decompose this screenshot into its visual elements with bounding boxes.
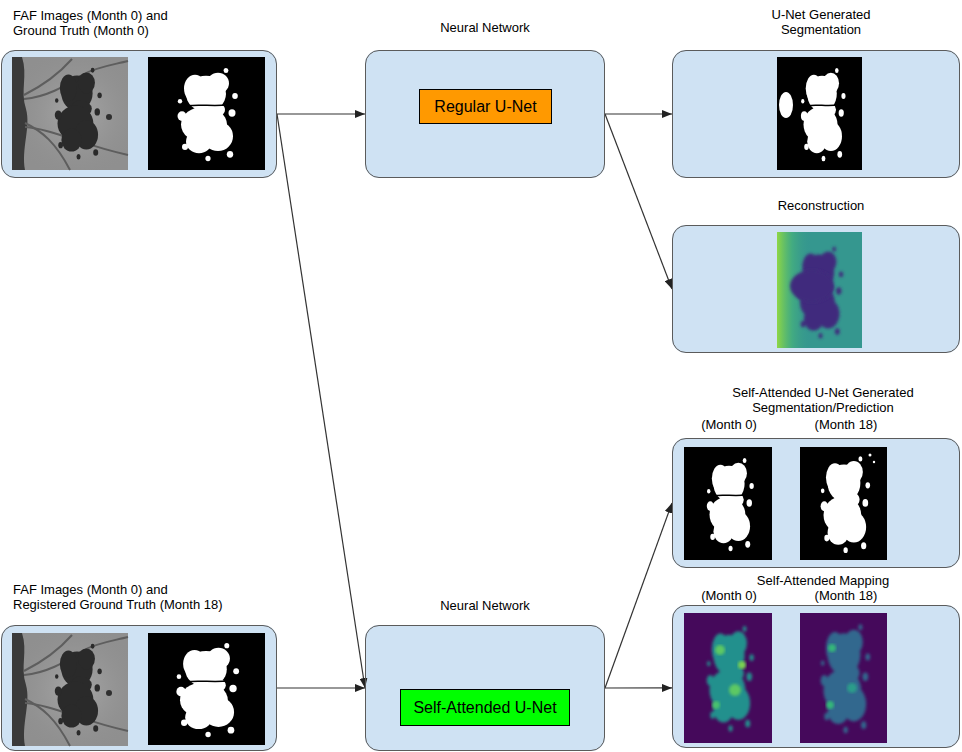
panel-box: Reconstruction xyxy=(672,225,960,353)
panel-heading: Reconstruction xyxy=(741,198,901,213)
panel-heading: Neural Network xyxy=(366,20,604,35)
month-label: (Month 0) xyxy=(684,588,774,603)
panel-box: Self-Attended U-NetNeural Network xyxy=(365,625,605,751)
panel-ground xyxy=(672,50,960,178)
network-label: Self-Attended U-Net xyxy=(413,699,556,717)
segmentation-mask xyxy=(777,57,862,170)
arrow-connector xyxy=(605,113,672,114)
attention-map xyxy=(800,613,887,743)
panel-heading: FAF Images (Month 0) and Registered Grou… xyxy=(13,582,229,612)
segmentation-mask xyxy=(148,57,265,170)
panel-ground xyxy=(672,438,960,568)
panel-ground xyxy=(1,50,960,751)
panel-heading: Self-Attended U-Net Generated Segmentati… xyxy=(718,385,928,415)
network-box: Regular U-Net xyxy=(419,89,552,124)
segmentation-mask xyxy=(684,447,772,560)
arrow-connector xyxy=(605,114,672,289)
month-label: (Month 18) xyxy=(801,417,891,432)
attention-map xyxy=(684,613,772,743)
network-label: Regular U-Net xyxy=(434,98,536,116)
panel-ground xyxy=(365,625,605,751)
arrow-connector xyxy=(277,114,365,688)
panel-ground xyxy=(1,50,277,178)
panel-ground xyxy=(672,605,960,748)
panel-box: FAF Images (Month 0) and Ground Truth (M… xyxy=(1,50,277,178)
panel-box: Self-Attended Mapping(Month 0)(Month 18) xyxy=(672,605,960,748)
panel-ground xyxy=(365,50,605,178)
panel-ground xyxy=(672,225,960,353)
panel-box: Self-Attended U-Net Generated Segmentati… xyxy=(672,438,960,568)
prediction-mask xyxy=(800,447,887,560)
panel-box: FAF Images (Month 0) and Registered Grou… xyxy=(1,625,277,751)
panel-heading: U-Net Generated Segmentation xyxy=(741,7,901,37)
arrow-connector xyxy=(277,687,365,688)
segmentation-mask xyxy=(148,633,265,745)
faf-image xyxy=(12,633,128,746)
panel-heading: FAF Images (Month 0) and Ground Truth (M… xyxy=(13,8,193,38)
arrow-connector xyxy=(277,113,365,114)
panel-box: Regular U-NetNeural Network xyxy=(365,50,605,178)
panel-box: U-Net Generated Segmentation xyxy=(672,50,960,178)
month-label: (Month 18) xyxy=(801,588,891,603)
arrow-connector xyxy=(605,503,672,688)
reconstruction-image xyxy=(777,232,862,348)
arrow-connector xyxy=(605,687,672,688)
panel-heading: Self-Attended Mapping xyxy=(718,573,928,588)
panel-heading: Neural Network xyxy=(366,598,604,613)
month-label: (Month 0) xyxy=(684,417,774,432)
faf-image xyxy=(12,57,128,170)
panel-ground xyxy=(1,625,277,751)
network-box: Self-Attended U-Net xyxy=(400,689,570,726)
